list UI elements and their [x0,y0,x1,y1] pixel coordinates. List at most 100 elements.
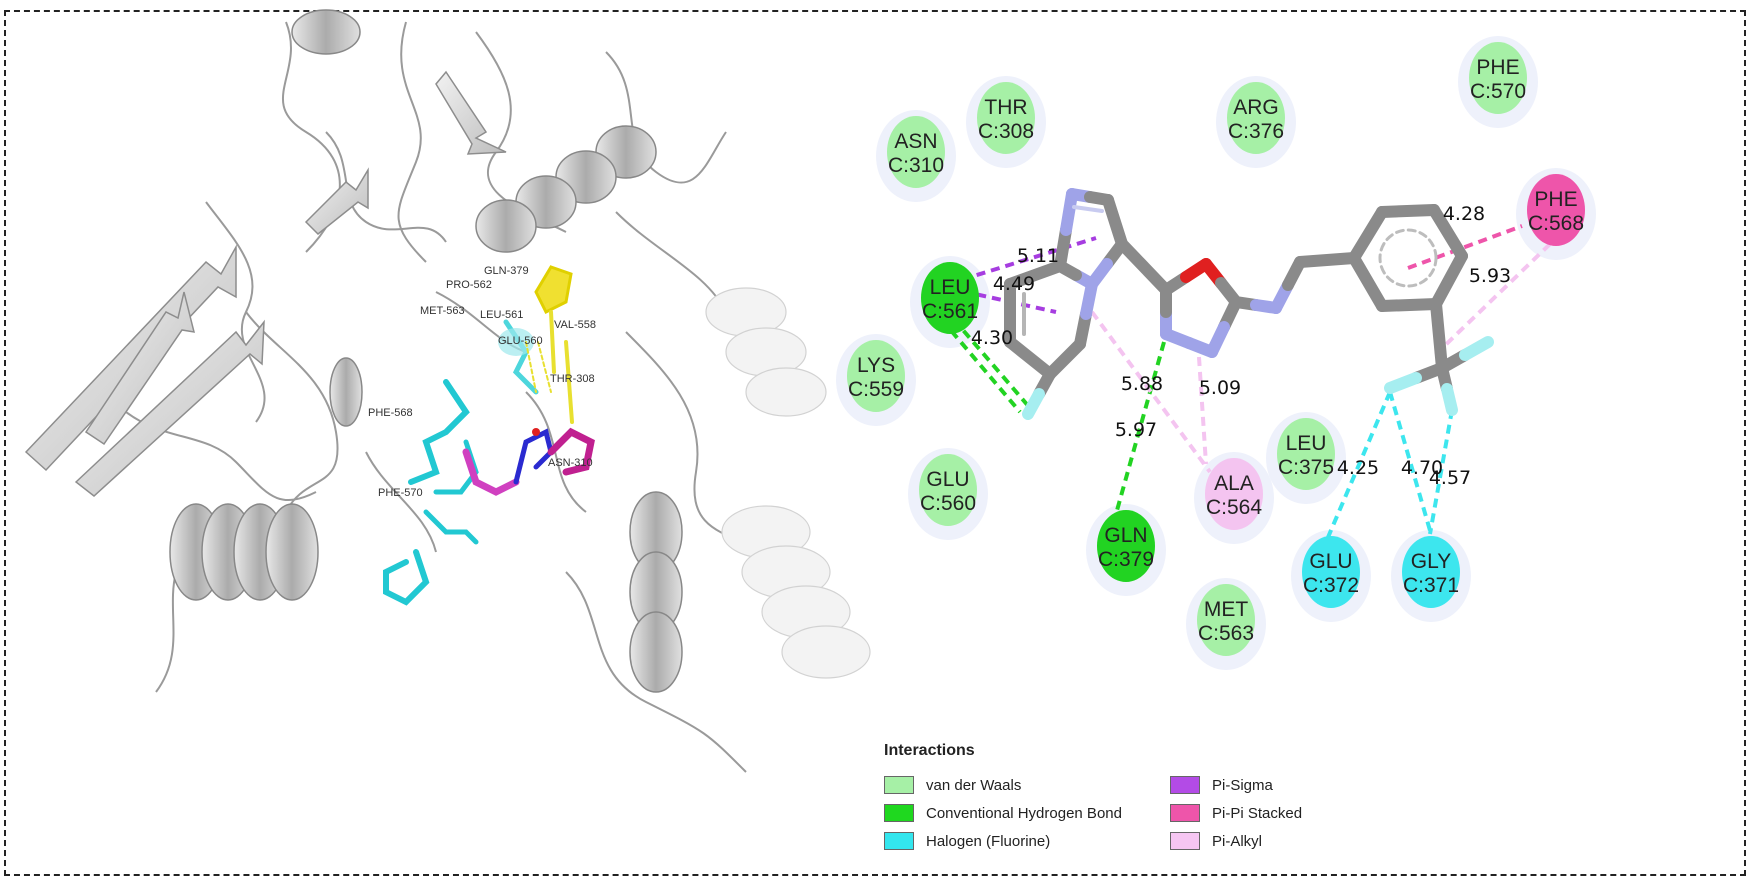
residue-chain-number: C:308 [978,120,1034,143]
residue-name: PHE [1476,56,1519,79]
residue-name: LYS [857,354,895,377]
residue-name: THR [984,96,1027,119]
legend-label: Pi-Pi Stacked [1212,804,1303,822]
protein-label-phe-568: PHE-568 [368,407,413,419]
residue-chain-number: C:372 [1303,574,1359,597]
residue-chain-number: C:568 [1528,212,1584,235]
residue-discs: THRC:308ASNC:310ARGC:376PHEC:570PHEC:568… [847,42,1585,656]
distance-labels: 5.11 4.49 4.30 5.88 5.97 5.09 4.28 5.93 4.25 4.70… [971,203,1511,489]
distance-label: 4.70 [1401,457,1443,479]
residue-chain-number: C:561 [922,300,978,323]
residue-chain-number: C:559 [848,378,904,401]
protein-label-gln-379: GLN-379 [484,265,529,277]
legend-swatch [1170,832,1200,850]
legend-item-pi-pi-stacked: Pi-Pi Stacked [1170,802,1302,824]
figure-frame [4,10,1746,876]
protein-label-phe-570: PHE-570 [378,487,423,499]
residue-name: GLY [1411,550,1451,573]
protein-label-pro-562: PRO-562 [446,279,492,291]
legend-item-pi-alkyl: Pi-Alkyl [1170,830,1262,852]
distance-label: 5.09 [1199,377,1241,399]
residue-chain-number: C:375 [1278,456,1334,479]
residue-chain-number: C:376 [1228,120,1284,143]
halogen-interaction-line [1428,409,1454,535]
distance-label: 4.49 [993,273,1035,295]
residue-name: GLU [926,468,969,491]
protein-label-val-558: VAL-558 [554,319,596,331]
distance-label: 4.25 [1337,457,1379,479]
protein-label-asn-310: ASN-310 [548,457,593,469]
residue-chain-number: C:371 [1403,574,1459,597]
protein-label-thr-308: THR-308 [550,373,595,385]
legend-item-van-der-waals: van der Waals [884,774,1021,796]
legend-item-conventional-hydrogen-bond: Conventional Hydrogen Bond [884,802,1122,824]
ligand-structure [1004,188,1494,420]
residue-name: ALA [1214,472,1254,495]
residue-name: GLU [1309,550,1352,573]
binding-site-sticks [383,265,595,606]
background-helices [705,287,871,679]
legend-item-pi-sigma: Pi-Sigma [1170,774,1273,796]
residue-name: LEU [1286,432,1327,455]
residue-name: ARG [1233,96,1279,119]
pialkyl-interaction-line [1090,310,1212,474]
legend-label: Conventional Hydrogen Bond [926,804,1122,822]
pipi-interaction-line [1407,224,1523,270]
distance-label: 5.93 [1469,265,1511,287]
legend-label: Pi-Sigma [1212,776,1273,794]
halogen-interaction-line [1388,391,1433,535]
legend-item-halogen-fluorine: Halogen (Fluorine) [884,830,1050,852]
distance-label: 5.11 [1017,245,1059,267]
legend-swatch [1170,776,1200,794]
residue-chain-number: C:560 [920,492,976,515]
halogen-interaction-line [1324,391,1392,543]
legend-swatch [884,776,914,794]
residue-chain-number: C:563 [1198,622,1254,645]
pialkyl-interaction-line [1196,341,1208,465]
protein-label-leu-561: LEU-561 [480,309,523,321]
residue-chain-number: C:564 [1206,496,1262,519]
legend-label: van der Waals [926,776,1022,794]
beta-strands [24,70,507,497]
legend-swatch [1170,804,1200,822]
interaction-lines [930,224,1552,543]
distance-label: 5.97 [1115,419,1157,441]
protein-label-glu-560: GLU-560 [498,335,543,347]
helices [169,9,683,693]
legend-swatch [884,804,914,822]
residue-name: MET [1204,598,1249,621]
distance-label: 4.57 [1429,467,1471,489]
pialkyl-interaction-line [1432,242,1552,358]
residue-name: GLN [1104,524,1147,547]
distance-label: 4.28 [1443,203,1485,225]
residue-name: LEU [930,276,971,299]
pisigma-interaction-line [947,236,1097,286]
legend-label: Pi-Alkyl [1212,832,1263,850]
residue-chain-number: C:379 [1098,548,1154,571]
distance-label: 5.88 [1121,373,1163,395]
legend-swatch [884,832,914,850]
residue-name: PHE [1534,188,1577,211]
residue-chain-number: C:310 [888,154,944,177]
residue-name: ASN [894,130,937,153]
legend-label: Halogen (Fluorine) [926,832,1051,850]
distance-label: 4.30 [971,327,1013,349]
